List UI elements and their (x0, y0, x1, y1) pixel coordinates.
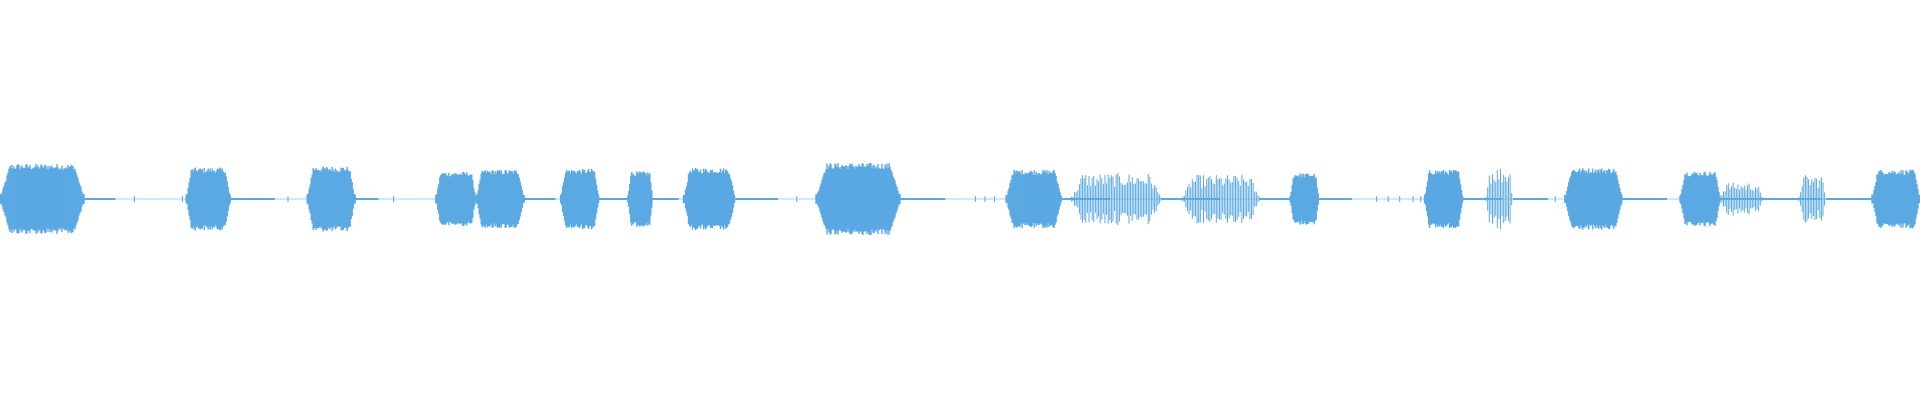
waveform-segment (559, 168, 600, 230)
waveform-segment (435, 172, 477, 226)
waveform-segment (1070, 173, 1162, 225)
waveform-segment (306, 166, 356, 232)
waveform-bars (0, 163, 1920, 235)
waveform-segment (185, 167, 231, 231)
waveform-segment (1005, 169, 1062, 229)
waveform-segment (1679, 171, 1721, 227)
waveform-segment (682, 168, 736, 230)
waveform-segment (1423, 169, 1464, 229)
waveform-segment (1564, 168, 1623, 230)
waveform-segment (1871, 169, 1920, 229)
waveform-segment (815, 163, 901, 235)
waveform-segment (0, 163, 85, 235)
